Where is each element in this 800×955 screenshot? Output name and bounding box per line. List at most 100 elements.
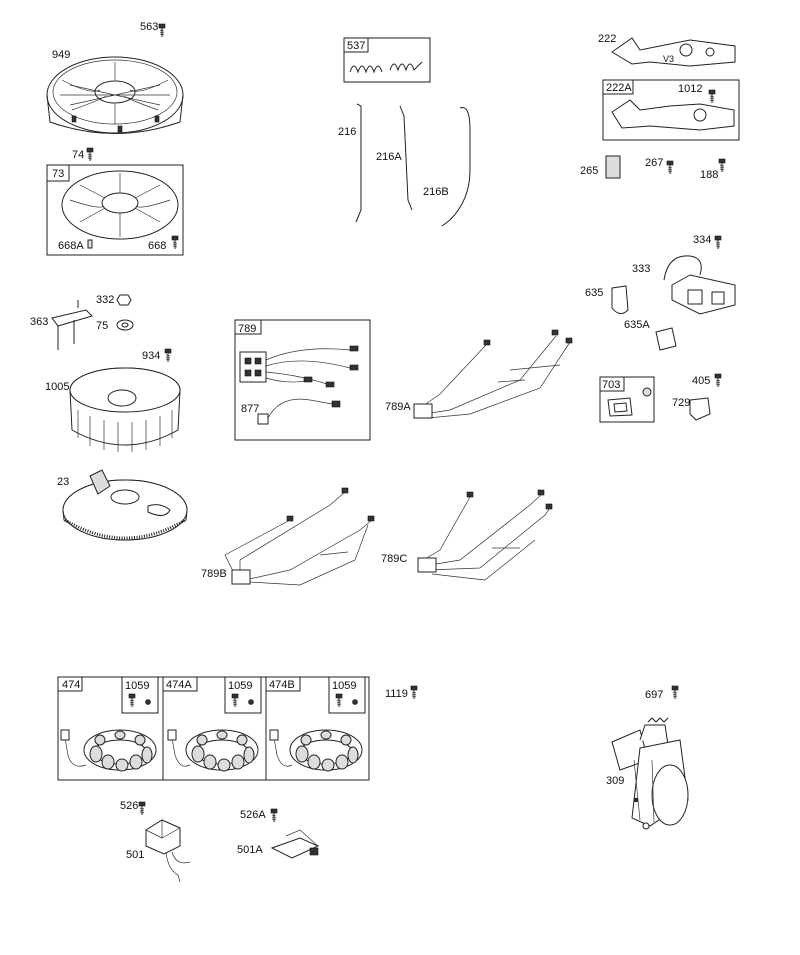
label-526: 526 xyxy=(120,800,138,812)
part-216b-link[interactable]: 216B xyxy=(423,106,471,227)
screw-icon xyxy=(138,801,146,816)
part-537-spring-kit[interactable]: 537 xyxy=(343,37,431,83)
part-697[interactable]: 697 xyxy=(645,685,679,701)
label-188: 188 xyxy=(700,169,718,181)
label-216b: 216B xyxy=(423,186,449,198)
screw-icon xyxy=(171,235,179,250)
part-332[interactable]: 332 xyxy=(96,294,132,306)
label-363: 363 xyxy=(30,316,48,328)
part-703-kit[interactable]: 703 xyxy=(599,376,655,423)
label-789: 789 xyxy=(238,323,256,335)
label-267: 267 xyxy=(645,157,663,169)
screw-icon xyxy=(128,693,136,708)
label-222a: 222A xyxy=(606,82,632,94)
label-216: 216 xyxy=(338,126,356,138)
part-789b-harness[interactable]: 789B xyxy=(201,487,375,586)
part-333-armature[interactable]: 333 xyxy=(632,255,736,315)
screw-icon xyxy=(164,348,172,363)
label-703: 703 xyxy=(602,379,620,391)
label-697: 697 xyxy=(645,689,663,701)
label-668a: 668A xyxy=(58,240,84,252)
part-949-blower-housing[interactable]: 949 xyxy=(46,49,184,134)
part-1005-flywheel[interactable]: 1005 xyxy=(45,367,181,452)
label-474: 474 xyxy=(62,679,80,691)
part-474a-alternator[interactable]: 474A 1059 xyxy=(162,676,262,772)
screw-icon xyxy=(714,235,722,250)
label-789c: 789C xyxy=(381,553,407,565)
part-474-alternator[interactable]: 474 1059 xyxy=(57,676,159,772)
part-934[interactable]: 934 xyxy=(142,348,172,363)
label-309: 309 xyxy=(606,775,624,787)
label-668: 668 xyxy=(148,240,166,252)
part-526[interactable]: 526 xyxy=(120,800,146,816)
label-1059-b: 1059 xyxy=(332,680,356,692)
screw-icon xyxy=(666,160,674,175)
part-474-alternator-group[interactable] xyxy=(57,676,370,781)
part-526a[interactable]: 526A xyxy=(240,808,278,823)
label-563: 563 xyxy=(140,21,158,33)
part-267[interactable]: 267 xyxy=(645,157,674,175)
screw-icon xyxy=(718,158,726,173)
screw-icon xyxy=(158,23,166,38)
part-501a-regulator[interactable]: 501A xyxy=(237,829,320,859)
stator-icon xyxy=(83,729,157,772)
label-1059-a: 1059 xyxy=(228,680,252,692)
label-635a: 635A xyxy=(624,319,650,331)
part-216-link[interactable]: 216 xyxy=(338,103,362,223)
part-789-harness-kit[interactable]: 789 877 xyxy=(234,319,371,441)
part-73-grille-kit[interactable]: 73 668A 668 xyxy=(46,164,184,256)
part-334[interactable]: 334 xyxy=(693,234,722,250)
part-1119[interactable]: 1119 xyxy=(385,685,418,700)
label-334: 334 xyxy=(693,234,711,246)
label-501: 501 xyxy=(126,849,144,861)
screw-icon xyxy=(714,373,722,388)
part-265[interactable]: 265 xyxy=(580,155,621,179)
label-332: 332 xyxy=(96,294,114,306)
label-405: 405 xyxy=(692,375,710,387)
part-789c-harness[interactable]: 789C xyxy=(381,489,553,581)
part-563[interactable]: 563 xyxy=(140,21,166,38)
label-635: 635 xyxy=(585,287,603,299)
part-474b-alternator[interactable]: 474B 1059 xyxy=(265,676,366,772)
screw-icon xyxy=(270,808,278,823)
part-405[interactable]: 405 xyxy=(692,373,722,388)
part-188[interactable]: 188 xyxy=(700,158,726,181)
part-635[interactable]: 635 xyxy=(585,285,629,314)
screw-icon xyxy=(708,89,716,104)
part-789a-harness[interactable]: 789A xyxy=(385,329,573,419)
label-23: 23 xyxy=(57,476,69,488)
part-729[interactable]: 729 xyxy=(672,397,711,421)
label-474a: 474A xyxy=(166,679,192,691)
screw-icon xyxy=(86,147,94,162)
label-729: 729 xyxy=(672,397,690,409)
label-265: 265 xyxy=(580,165,598,177)
part-309-starter-motor[interactable]: 309 xyxy=(606,717,689,830)
part-501-regulator[interactable]: 501 xyxy=(126,819,191,883)
screw-icon xyxy=(335,693,343,708)
label-74: 74 xyxy=(72,149,84,161)
part-75[interactable]: 75 xyxy=(96,319,134,332)
screw-icon xyxy=(671,685,679,700)
label-474b: 474B xyxy=(269,679,295,691)
screw-icon xyxy=(410,685,418,700)
part-23-flywheel[interactable]: 23 xyxy=(57,469,188,541)
label-1005: 1005 xyxy=(45,381,69,393)
part-635a[interactable]: 635A xyxy=(624,319,677,351)
part-363-bracket[interactable]: 363 xyxy=(30,300,93,350)
label-216a: 216A xyxy=(376,151,402,163)
part-74[interactable]: 74 xyxy=(72,147,94,162)
label-789b: 789B xyxy=(201,568,227,580)
label-526a: 526A xyxy=(240,809,266,821)
part-216a-link[interactable]: 216A xyxy=(376,105,413,211)
label-537: 537 xyxy=(347,40,365,52)
label-333: 333 xyxy=(632,263,650,275)
svg-text:V3: V3 xyxy=(663,54,674,64)
label-1012: 1012 xyxy=(678,83,702,95)
part-222-control-bracket[interactable]: 222 V3 xyxy=(598,33,736,67)
stator-icon xyxy=(289,729,363,772)
part-222a-control-kit[interactable]: 222A 1012 xyxy=(602,79,740,141)
label-501a: 501A xyxy=(237,844,263,856)
clip-icon xyxy=(87,239,93,249)
label-949: 949 xyxy=(52,49,70,61)
label-75: 75 xyxy=(96,320,108,332)
